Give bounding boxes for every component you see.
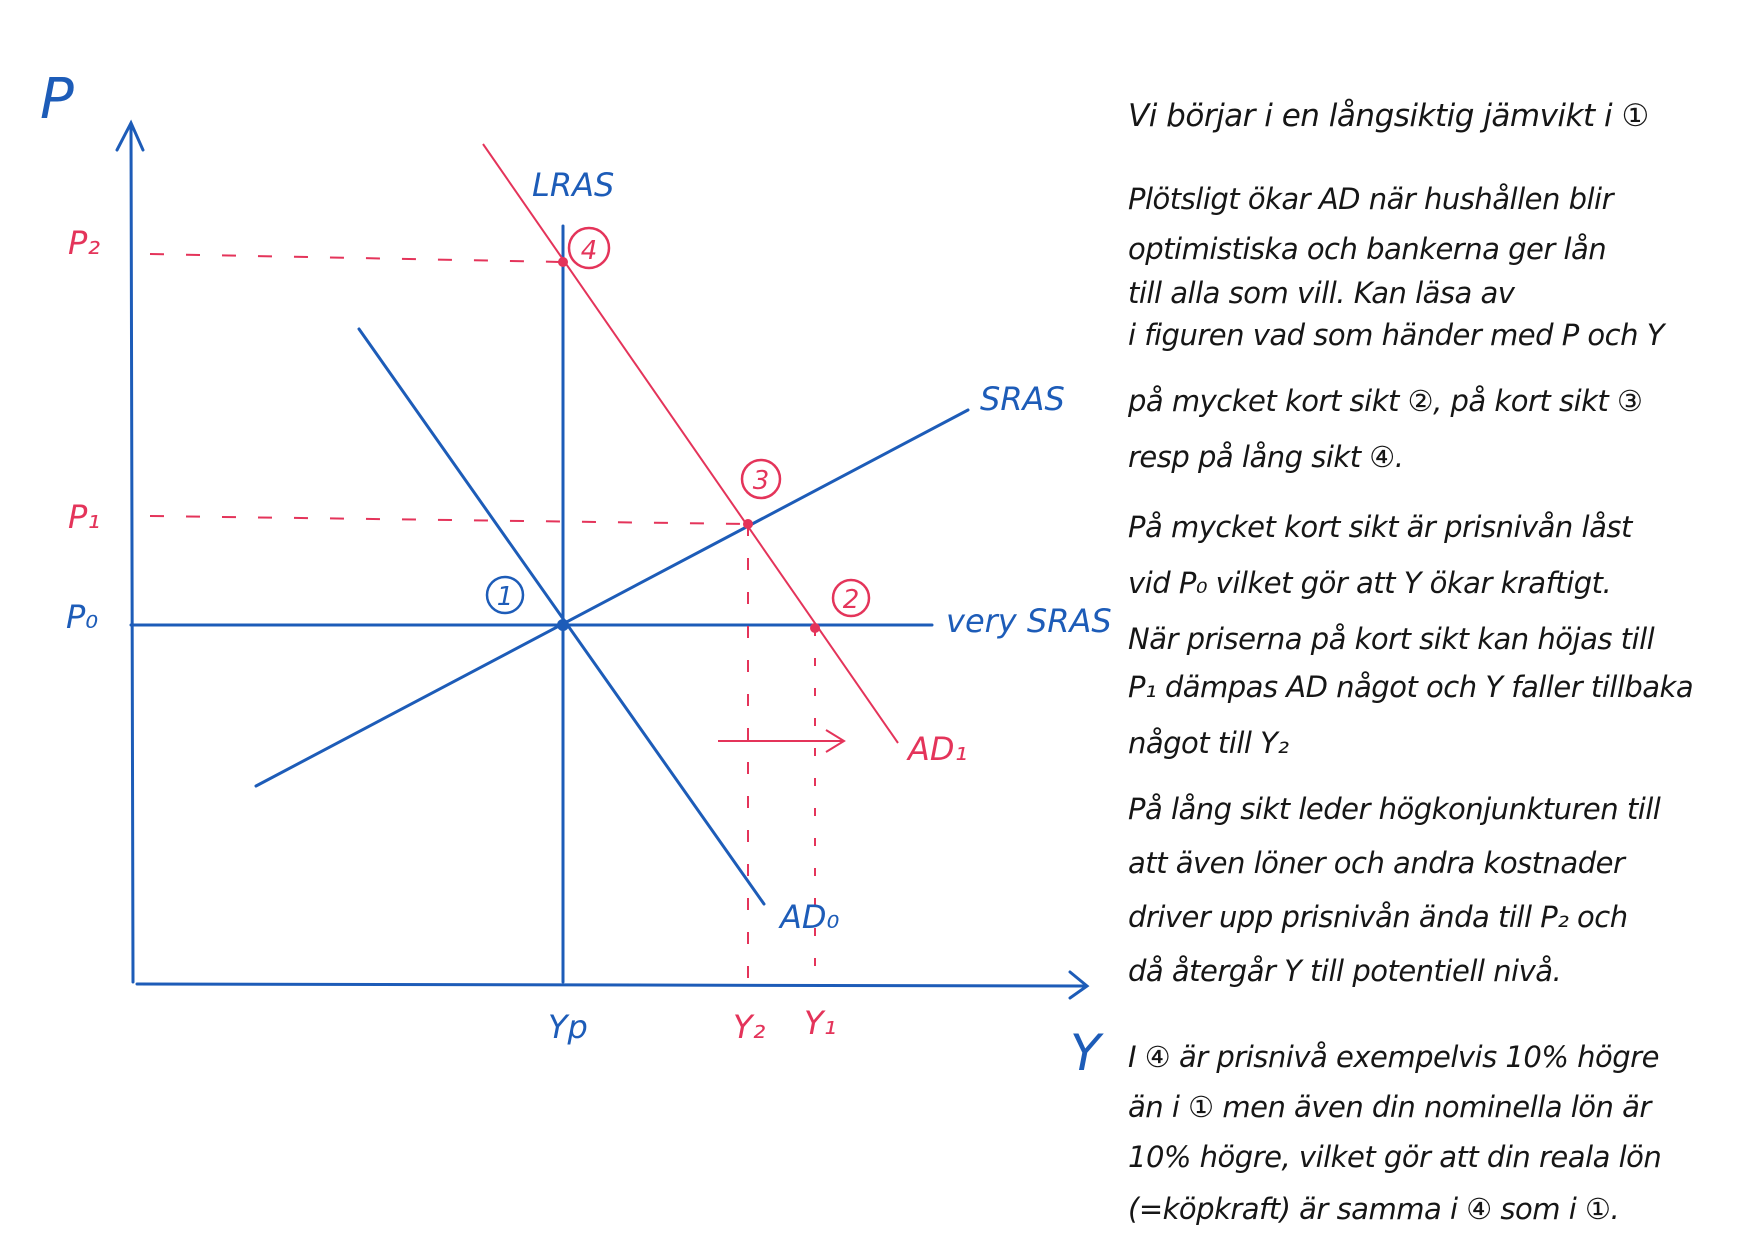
equilibrium-dot-4 [558,257,568,267]
notes-line: då återgår Y till potentiell nivå. [1128,954,1562,988]
notes-line: På mycket kort sikt är prisnivån låst [1128,510,1632,544]
point-label-2: 2 [843,585,860,615]
point-marker-1 [485,575,525,615]
shift-arrowhead [825,729,846,753]
p-axis-label: P [40,67,74,132]
ad0-label: AD₀ [778,898,840,936]
x-axis [135,982,1087,988]
notes-line: i figuren vad som händer med P och Y [1128,318,1664,352]
equilibrium-dot-2 [810,623,820,633]
notes-line: När priserna på kort sikt kan höjas till [1128,622,1655,656]
p2-dashed-guide [149,253,564,263]
notes-line: optimistiska och bankerna ger lån [1128,232,1607,266]
sras-label: SRAS [980,380,1065,418]
equilibrium-dot-3 [743,519,753,529]
notes-line: (=köpkraft) är samma i ④ som i ①. [1128,1192,1620,1226]
ad0-curve [357,327,766,906]
point-label-3: 3 [753,466,770,496]
p1-dashed-guide [149,515,749,525]
notes-line: P₁ dämpas AD något och Y faller tillbaka [1128,670,1694,704]
notes-line: att även löner och andra kostnader [1128,846,1625,880]
ad1-curve [482,143,899,744]
notes-line: än i ① men även din nominella lön är [1128,1090,1651,1124]
point-label-1: 1 [497,582,514,612]
lras-label: LRAS [532,166,614,204]
point-marker-3 [740,458,782,500]
yp-label: Yp [548,1008,588,1046]
equilibrium-dot-1 [557,619,569,631]
p2-label: P₂ [68,224,100,262]
notes-intro: Vi börjar i en långsiktig jämvikt i ① [1128,98,1649,134]
point-label-4: 4 [581,236,598,266]
notes-line: driver upp prisnivån ända till P₂ och [1128,900,1628,934]
x-axis-arrowhead [1068,970,1090,1000]
notes-line: På lång sikt leder högkonjunkturen till [1128,792,1661,826]
p0-label: P₀ [66,598,98,636]
y-axis [129,123,135,984]
very-sras-label: very SRAS [946,602,1112,640]
p1-label: P₁ [68,498,100,536]
point-marker-2 [831,578,871,618]
notes-line: Plötsligt ökar AD när hushållen blir [1128,182,1614,216]
ad1-label: AD₁ [906,730,967,768]
y1-label: Y₁ [804,1004,836,1042]
y-axis-arrowhead [115,119,145,152]
notes-line: I ④ är prisnivå exempelvis 10% högre [1128,1040,1659,1074]
y2-label: Y₂ [733,1008,766,1046]
notes-line: något till Y₂ [1128,726,1289,760]
y-axis-label: Y [1070,1024,1104,1082]
notes-line: resp på lång sikt ④. [1128,440,1404,474]
notes-line: till alla som vill. Kan läsa av [1128,276,1515,310]
point-marker-4 [567,226,611,270]
sras-curve [254,408,970,788]
notes-line: vid P₀ vilket gör att Y ökar kraftigt. [1128,566,1612,600]
notes-line: 10% högre, vilket gör att din reala lön [1128,1140,1662,1174]
notes-line: på mycket kort sikt ②, på kort sikt ③ [1128,384,1643,418]
